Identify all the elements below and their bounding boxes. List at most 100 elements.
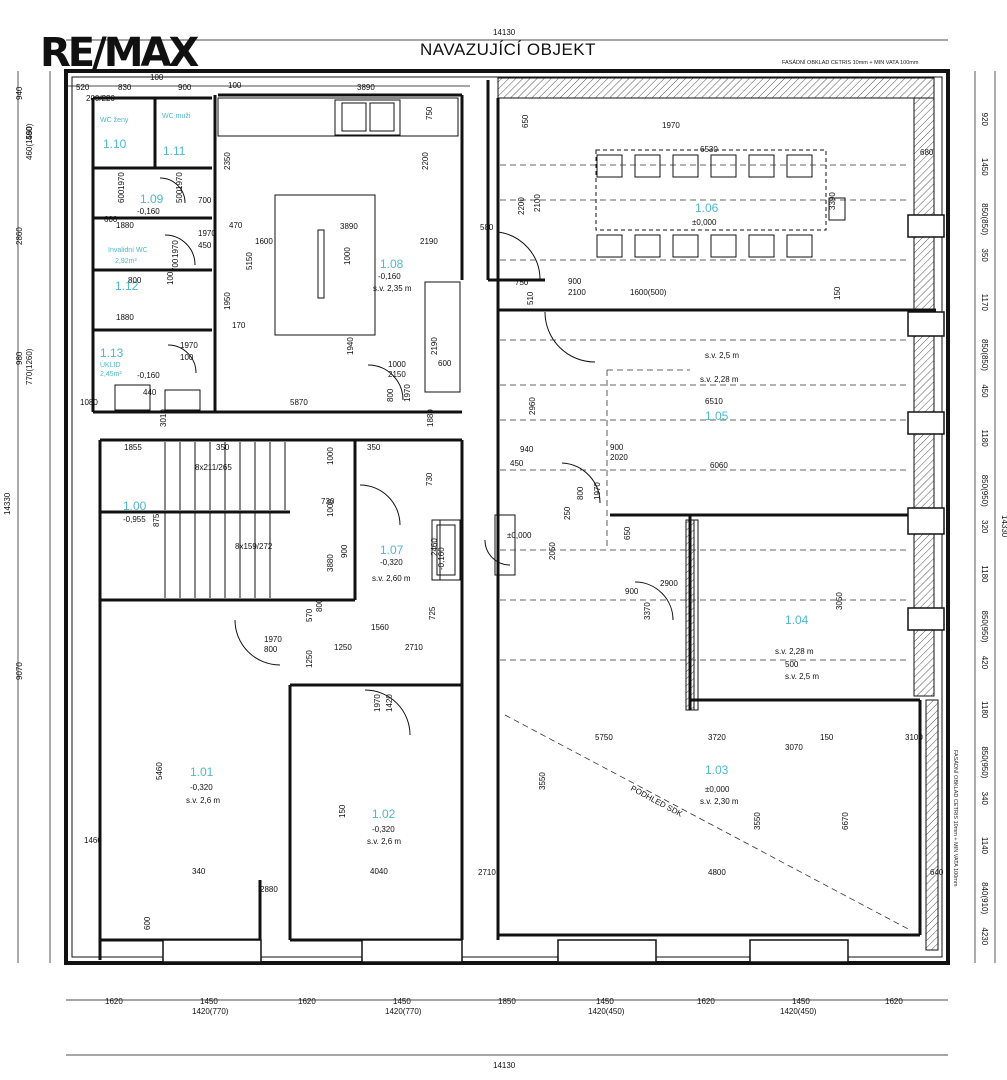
dim-misc: 2190 (420, 237, 438, 246)
dim-misc: 2100 (533, 194, 542, 212)
room-1-12-name: Invalidní WC (108, 247, 148, 254)
dim-misc: 2100 (568, 288, 586, 297)
dim-left: 460(1560) (25, 123, 34, 160)
dim-misc: 150 (833, 286, 842, 300)
room-1-13-name: ÚKLID (100, 360, 121, 369)
insulation-hatch (497, 77, 939, 951)
dim-misc: 440 (143, 388, 157, 397)
dim-right: 1180 (980, 429, 989, 447)
dim-misc: 510 (526, 291, 535, 305)
room-1-04-height-b: s.v. 2,5 m (785, 672, 819, 681)
room-1-02: 1.02 (372, 807, 396, 821)
dim-misc: 800 (315, 598, 324, 612)
dim-misc: 3070 (785, 743, 803, 752)
thin-walls (114, 99, 827, 581)
dim-misc: 650 (521, 114, 530, 128)
dim-misc: 1600 (255, 237, 273, 246)
dim-misc: 940 (520, 445, 534, 454)
dim-misc: 730 (321, 497, 335, 506)
kitchen-counter (217, 97, 459, 299)
dim-misc: 1250 (305, 650, 314, 668)
dim-misc: 1600(500) (630, 288, 667, 297)
dim-right: 1170 (980, 294, 989, 312)
dim-top: 900 (178, 83, 192, 92)
dim-misc: 1970 (403, 384, 412, 402)
dim-misc: 5750 (595, 733, 613, 742)
dim-misc: 570 (305, 608, 314, 622)
stair-bottom-label: 8x159/272 (235, 542, 273, 551)
dim-bottom: 1620 (298, 997, 316, 1006)
room-1-04-height-a: s.v. 2,28 m (775, 647, 814, 656)
stair-top-label: 8x211/265 (195, 463, 232, 472)
room-1-09-level: -0,160 (137, 207, 160, 216)
room-1-04: 1.04 (785, 613, 809, 627)
dim-misc: 1000 (326, 499, 335, 517)
dim-top: 520 (76, 83, 90, 92)
dim-misc: 1000 (388, 360, 406, 369)
dim-right: 850(950) (980, 746, 989, 778)
dim-misc: 900 (340, 544, 349, 558)
dim-top: 100 (228, 81, 242, 90)
dim-misc: 4800 (708, 868, 726, 877)
dim-misc: 750 (425, 106, 434, 120)
room-1-02-level: -0,320 (372, 825, 395, 834)
room-1-01-level: -0,320 (190, 783, 213, 792)
dim-misc: 1420 (385, 694, 394, 712)
room-1-00-level: -0,955 (123, 515, 146, 524)
dim-misc: 800 (264, 645, 278, 654)
dim-misc: 1880 (116, 221, 134, 230)
dim-misc: 2350 (223, 152, 232, 170)
dim-misc: 600 (438, 359, 452, 368)
dimension-lines (17, 39, 996, 1056)
dim-misc: 3720 (708, 733, 726, 742)
bar-level-label: -0,160 (437, 547, 446, 570)
dim-misc: 1250 (334, 643, 352, 652)
dim-right: 1180 (980, 565, 989, 583)
room-1-03: 1.03 (705, 763, 729, 777)
room-1-13-level: -0,160 (137, 371, 160, 380)
dim-misc: 2900 (660, 579, 678, 588)
dim-top: 100 (150, 73, 164, 82)
dim-misc: 750 (515, 278, 529, 287)
dim-misc: 3390 (828, 192, 837, 210)
room-1-01: 1.01 (190, 765, 214, 779)
windows-right (162, 214, 945, 963)
stairs (164, 442, 286, 598)
room-1-13: 1.13 (100, 346, 124, 360)
dim-misc: 2020 (610, 453, 628, 462)
dim-misc: 1855 (124, 443, 142, 452)
dim-misc: 2460 (430, 538, 439, 556)
dim-misc: 3100 (905, 733, 923, 742)
dim-left: 940 (15, 86, 24, 100)
room-1-08: 1.08 (380, 257, 404, 271)
room-1-08-height: s.v. 2,35 m (373, 284, 412, 293)
dim-misc: 800 (128, 276, 142, 285)
room-1-08-level: -0,160 (378, 272, 401, 281)
room-1-11-name: WC muži (162, 113, 191, 120)
dim-misc: 150 (820, 733, 834, 742)
dim-misc: 1970 (264, 635, 282, 644)
dim-misc: 1000 (343, 247, 352, 265)
door-level-label: ±0,000 (507, 531, 532, 540)
dim-misc: 1970 (171, 240, 180, 258)
room-1-12: 1.12 (115, 279, 139, 293)
dim-bottom: 1620 (105, 997, 123, 1006)
dim-right: 1140 (980, 837, 989, 855)
room-1-10-name: WC ženy (100, 117, 129, 124)
conference-chairs (596, 154, 846, 258)
door-swings (159, 177, 674, 736)
page-title: NAVAZUJÍCÍ OBJEKT (420, 40, 597, 59)
room-1-05: 1.05 (705, 409, 729, 423)
facade-note-top: FASÁDNÍ OBKLAD CETRIS 10mm + MIN VATA 10… (782, 60, 919, 66)
dim-misc: 500 (175, 189, 184, 203)
dim-misc: 2150 (388, 370, 406, 379)
dim-misc: 5150 (245, 252, 254, 270)
dim-misc: 1970 (175, 172, 184, 190)
room-1-07: 1.07 (380, 543, 404, 557)
dim-misc: 700 (198, 196, 212, 205)
dim-left: 980 (15, 351, 24, 365)
dim-misc: 100 (166, 271, 175, 285)
dim-misc: 1950 (223, 292, 232, 310)
dim-misc: 3050 (835, 592, 844, 610)
dim-misc: 700 (171, 258, 180, 272)
